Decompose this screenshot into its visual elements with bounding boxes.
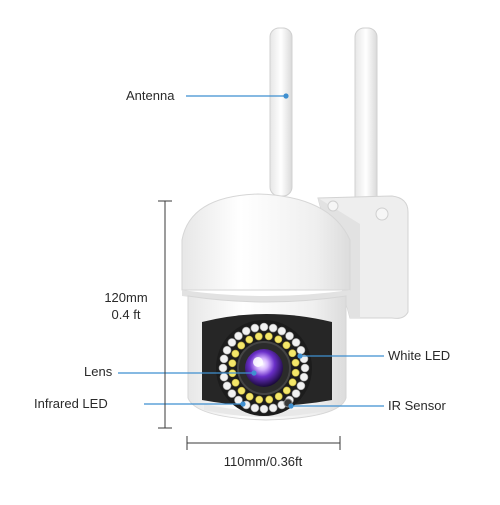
- white-led-dot: [237, 386, 246, 395]
- infrared-led-dot: [291, 389, 301, 398]
- antenna-left: [269, 27, 293, 197]
- led-ring: [216, 320, 312, 416]
- white-led-dot: [245, 335, 254, 344]
- infrared-led-dot: [277, 326, 287, 336]
- white-led-dot: [288, 349, 297, 358]
- camera-dome: [181, 193, 351, 302]
- infrared-led-dot: [259, 404, 269, 414]
- width-label: 110mm/0.36ft: [223, 454, 303, 469]
- infrared-led-dot: [296, 381, 306, 391]
- white-led-dot: [237, 341, 246, 350]
- white-led-dot: [264, 332, 273, 341]
- white-led-dot: [245, 392, 254, 401]
- infrared-led-dot: [299, 372, 309, 382]
- white-led-dot: [265, 395, 274, 404]
- infrared-led-dot: [300, 363, 310, 373]
- infrared-led-dot: [222, 345, 232, 355]
- infrared-led-dot: [250, 323, 260, 333]
- white-led-dot: [282, 341, 291, 350]
- white-led-dot: [274, 335, 283, 344]
- infrared-led-dot: [259, 322, 269, 332]
- infrared-led-label: Infrared LED: [34, 396, 108, 411]
- white-led-dot: [274, 392, 283, 401]
- antenna-right: [354, 27, 378, 219]
- infrared-led-dot: [218, 363, 228, 373]
- lens: [237, 341, 291, 395]
- height-ft-label: 0.4 ft: [111, 307, 141, 322]
- infrared-led-dot: [291, 338, 301, 347]
- ir-sensor-label: IR Sensor: [388, 398, 446, 413]
- white-led-dot: [291, 368, 300, 377]
- white-led-label: White LED: [388, 348, 451, 363]
- antenna-label: Antenna: [126, 88, 175, 103]
- white-led-dot: [231, 349, 240, 358]
- infrared-led-dot: [227, 389, 237, 398]
- white-led-dot: [254, 332, 263, 341]
- infrared-led-dot: [234, 331, 243, 341]
- pointer-lines: [118, 93, 384, 409]
- infrared-led-dot: [268, 403, 278, 413]
- white-led-dot: [282, 386, 291, 395]
- white-led-dot: [231, 378, 240, 387]
- lens-label: Lens: [84, 364, 113, 379]
- white-led-dot: [228, 359, 237, 368]
- infrared-led-dot: [285, 331, 294, 341]
- infrared-led-dot: [268, 323, 278, 333]
- infrared-led-dot: [227, 338, 237, 347]
- height-mm-label: 120mm: [104, 290, 148, 305]
- infrared-led-dot: [296, 345, 306, 355]
- white-led-dot: [288, 378, 297, 387]
- infrared-led-dot: [241, 326, 251, 336]
- white-led-dot: [291, 358, 300, 367]
- width-dimension: [186, 436, 341, 450]
- height-dimension: [158, 200, 172, 429]
- infrared-led-dot: [250, 403, 260, 413]
- infrared-led-dot: [219, 372, 229, 382]
- white-led-dot: [255, 395, 264, 404]
- infrared-led-dot: [219, 354, 229, 364]
- infrared-led-dot: [222, 381, 232, 391]
